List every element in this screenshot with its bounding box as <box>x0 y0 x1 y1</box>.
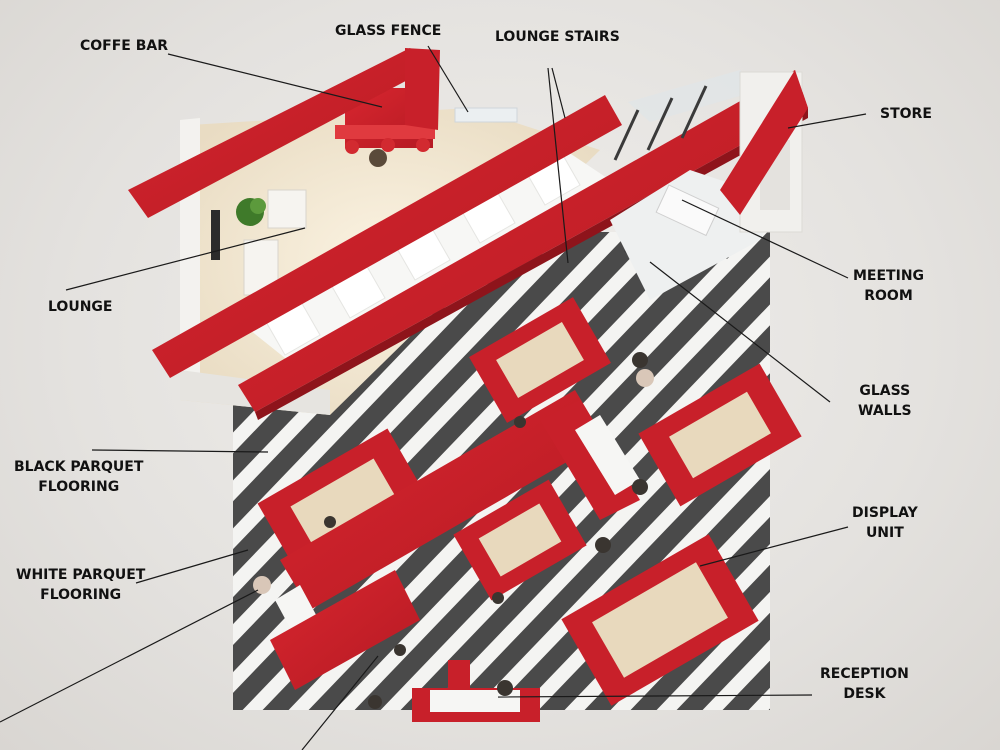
display-unit <box>257 428 433 582</box>
white-parquet-stripe <box>380 304 770 710</box>
label-meeting-room-line2: ROOM <box>864 288 913 304</box>
label-white-parquet-line2: FLOORING <box>40 587 122 603</box>
label-display-unit: DISPLAY UNIT <box>852 503 918 543</box>
leader-reception-desk <box>497 694 813 698</box>
meeting-table <box>655 184 720 237</box>
label-meeting-room: MEETING ROOM <box>853 266 924 306</box>
label-display-unit-line2: UNIT <box>865 525 904 541</box>
leader-store <box>787 113 867 129</box>
leader-coffe-bar <box>167 53 383 108</box>
label-glass-walls-line2: WALLS <box>858 403 912 419</box>
label-reception-desk-line2: DESK <box>843 686 886 702</box>
coffee-bar-top <box>335 125 435 139</box>
display-counter-white <box>575 415 640 495</box>
label-glass-fence: GLASS FENCE <box>335 23 442 39</box>
bar-stool <box>416 138 430 152</box>
white-parquet-stripe <box>923 220 1000 720</box>
leader-glass-fence <box>427 45 469 113</box>
label-display-unit-line1: DISPLAY <box>852 505 918 521</box>
display-unit <box>469 297 611 423</box>
red-stair-beam-upper <box>152 95 622 378</box>
white-parquet-stripe <box>334 256 770 710</box>
display-unit <box>561 534 759 706</box>
display-unit <box>638 363 802 507</box>
label-store: STORE <box>880 106 932 122</box>
label-glass-walls-line1: GLASS <box>859 383 911 399</box>
label-black-parquet-flooring: BLACK PARQUET FLOORING <box>14 457 143 497</box>
label-black-parquet-line2: FLOORING <box>38 479 120 495</box>
display-unit <box>453 479 587 601</box>
reception-red-block <box>448 660 470 690</box>
bar-stool <box>381 138 395 152</box>
leader-lounge-stairs-b <box>551 67 566 119</box>
red-roof-beam <box>128 48 430 218</box>
label-white-parquet-flooring: WHITE PARQUET FLOORING <box>16 565 145 605</box>
label-white-parquet-line1: WHITE PARQUET <box>16 567 146 583</box>
leader-offscreen-b <box>301 655 379 750</box>
tv-screen <box>211 210 220 260</box>
red-entrance-frame <box>270 570 420 690</box>
store-red-wall <box>720 70 808 215</box>
bar-stool <box>345 140 359 154</box>
label-lounge: LOUNGE <box>48 299 113 315</box>
glass-fence-panel <box>454 107 518 123</box>
white-parquet-stripe <box>702 639 770 710</box>
white-parquet-stripe <box>969 220 1000 720</box>
leader-lounge <box>65 227 306 291</box>
leader-black-parquet <box>91 449 269 453</box>
red-roof-beam <box>405 48 440 130</box>
barista-figure <box>369 149 387 167</box>
label-black-parquet-line1: BLACK PARQUET <box>14 459 144 475</box>
lounge-armchair <box>267 189 307 229</box>
leader-white-parquet <box>135 549 249 584</box>
label-meeting-room-line1: MEETING <box>853 268 925 284</box>
leader-display-unit <box>699 526 849 567</box>
red-stair-beam-lower <box>238 70 808 412</box>
label-reception-desk: RECEPTION DESK <box>820 664 909 704</box>
potted-plant-leaf <box>250 198 266 214</box>
leader-glass-walls <box>649 261 831 403</box>
leader-lounge-stairs-a <box>547 67 569 264</box>
label-reception-desk-line1: RECEPTION <box>820 666 909 682</box>
label-glass-walls: GLASS WALLS <box>858 381 912 421</box>
reception-desk-top <box>430 690 520 712</box>
white-parquet-stripe <box>233 232 538 550</box>
label-coffe-bar: COFFE BAR <box>80 38 169 54</box>
leader-offscreen-a <box>0 589 259 723</box>
visitor-figures <box>253 352 654 709</box>
label-lounge-stairs: LOUNGE STAIRS <box>495 29 620 45</box>
white-parquet-stripe <box>748 687 770 710</box>
leader-lines <box>0 45 867 750</box>
central-red-frame <box>280 390 605 610</box>
leader-meeting-room <box>681 199 849 279</box>
